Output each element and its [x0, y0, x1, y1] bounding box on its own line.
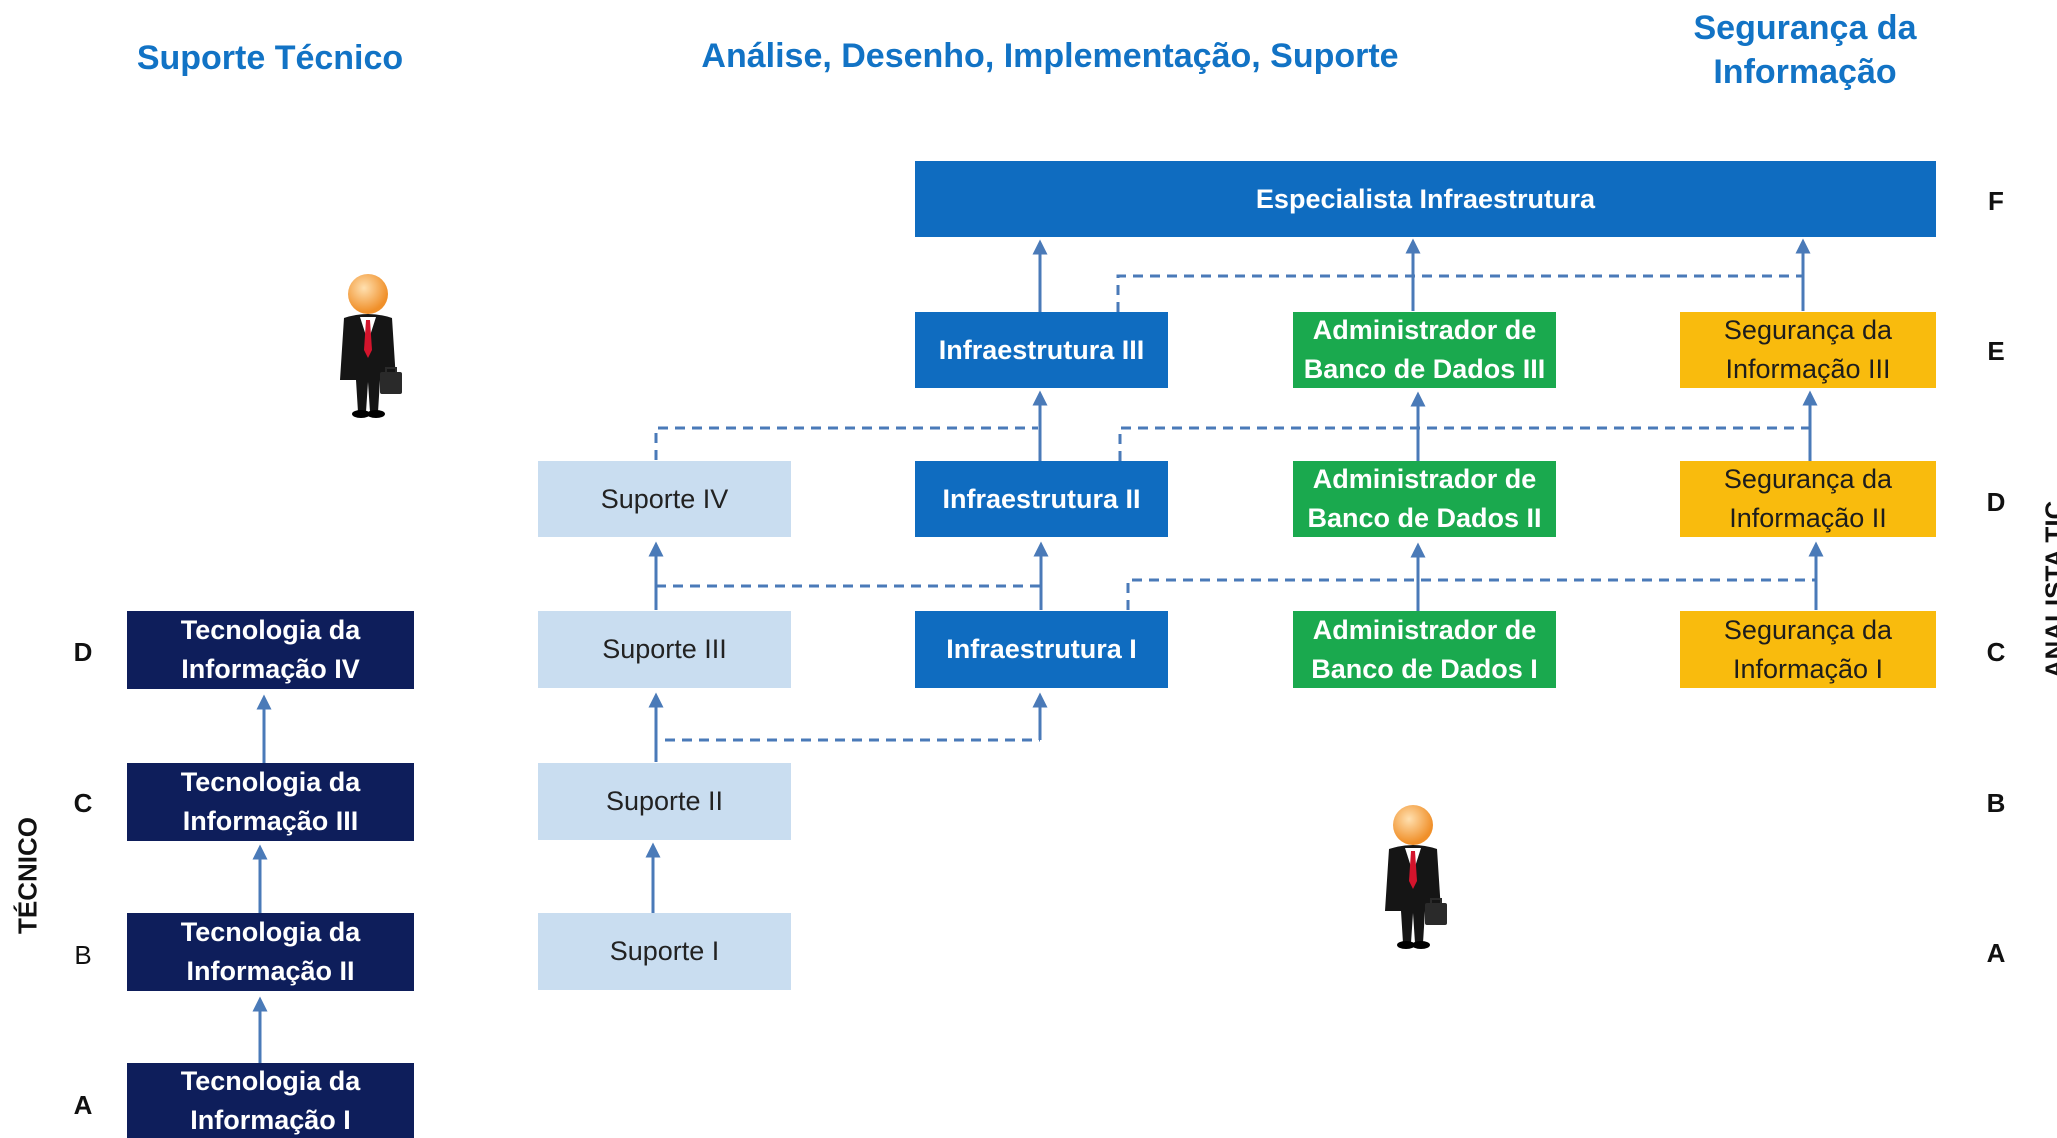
box-seg-3: Segurança da Informação III	[1680, 312, 1936, 388]
box-suporte-3: Suporte III	[538, 611, 791, 688]
level-right-f: F	[1988, 186, 2004, 216]
level-right-e: E	[1987, 336, 2005, 366]
box-ti1: Tecnologia da Informação I	[127, 1063, 414, 1138]
box-seg-2: Segurança da Informação II	[1680, 461, 1936, 537]
box-seg-1: Segurança da Informação I	[1680, 611, 1936, 688]
businessman-icon	[340, 274, 402, 418]
header-seguranca: Segurança da Informação	[1693, 9, 1917, 91]
level-right-c: C	[1986, 637, 2006, 667]
box-ti4: Tecnologia da Informação IV	[127, 611, 414, 689]
box-ti3: Tecnologia da Informação III	[127, 763, 414, 841]
box-infra-2: Infraestrutura II	[915, 461, 1168, 537]
level-right-d: D	[1986, 487, 2006, 517]
level-left-d: D	[73, 637, 93, 667]
label-tecnico: TÉCNICO	[12, 817, 43, 934]
dashed-i1-g2	[1126, 578, 1816, 610]
level-left-b: B	[74, 940, 92, 970]
box-especialista-infra: Especialista Infraestrutura	[915, 161, 1936, 237]
box-dba-2: Administrador de Banco de Dados II	[1293, 461, 1556, 537]
level-left-c: C	[73, 788, 93, 818]
level-left-a: A	[73, 1090, 93, 1120]
header-analise: Análise, Desenho, Implementação, Suporte	[701, 37, 1399, 75]
box-suporte-2: Suporte II	[538, 763, 791, 840]
level-right-a: A	[1986, 938, 2006, 968]
box-dba-1: Administrador de Banco de Dados I	[1293, 611, 1556, 688]
box-suporte-1: Suporte I	[538, 913, 791, 990]
dashed-i3-esp	[1116, 274, 1803, 312]
label-analista-tic: ANALISTA TIC	[2039, 500, 2057, 679]
dashed-s4-i3	[654, 426, 1038, 460]
businessman-icon	[1385, 805, 1447, 949]
box-infra-3: Infraestrutura III	[915, 312, 1168, 388]
header-suporte-tecnico: Suporte Técnico	[136, 39, 404, 77]
level-right-b: B	[1986, 788, 2006, 818]
box-suporte-4: Suporte IV	[538, 461, 791, 537]
box-ti2: Tecnologia da Informação II	[127, 913, 414, 991]
box-infra-1: Infraestrutura I	[915, 611, 1168, 688]
dashed-i2-g3	[1118, 426, 1810, 461]
box-dba-3: Administrador de Banco de Dados III	[1293, 312, 1556, 388]
